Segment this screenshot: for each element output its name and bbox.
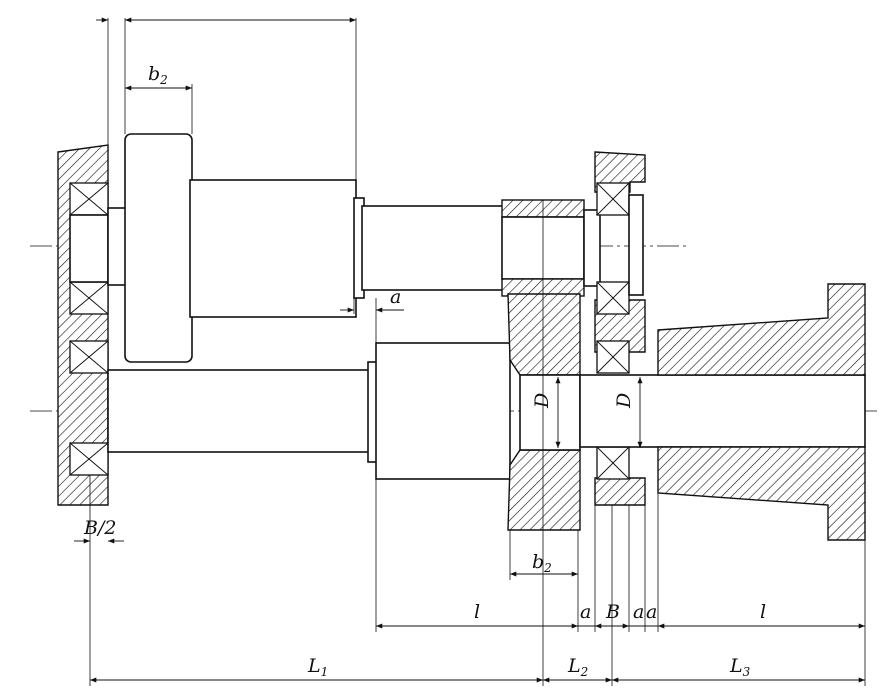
right-upper-bearing-bottom [596, 281, 630, 315]
left-lower-bearing-bottom [69, 442, 109, 476]
right-upper-cover [628, 194, 644, 296]
upper-shaft-body [189, 179, 357, 318]
label-l-right: l [760, 601, 766, 623]
upper-shaft-right-step [583, 209, 601, 287]
output-shaft [579, 374, 866, 448]
label-a-2: a [633, 601, 644, 623]
lower-gear-bore [519, 374, 581, 451]
label-b2-top: b2 [148, 63, 168, 87]
lower-shaft-left [107, 369, 371, 453]
label-B-half: B/2 [83, 517, 116, 539]
left-lower-bearing-top [69, 340, 109, 374]
label-b2-bottom: b2 [532, 551, 552, 575]
dimension-lines [74, 17, 865, 683]
label-a-top: a [390, 286, 401, 308]
lower-gear [507, 293, 581, 531]
extension-lines [89, 18, 866, 686]
left-upper-bearing-top [69, 182, 109, 216]
label-L2: L2 [567, 655, 588, 679]
upper-shaft-pinion [124, 133, 193, 363]
right-lower-bearing-bottom [596, 446, 630, 480]
right-lower-bearing-top [596, 340, 630, 374]
lower-shaft-body [375, 342, 511, 480]
label-a-3: a [646, 601, 657, 623]
left-upper-journal [69, 214, 109, 283]
left-upper-bearing-bottom [69, 281, 109, 315]
label-D-right: D [613, 393, 635, 409]
label-L3: L3 [729, 655, 751, 679]
label-B: B [605, 601, 620, 623]
right-upper-bearing-top [596, 182, 630, 216]
upper-shaft-mid [361, 205, 505, 291]
label-L1: L1 [307, 655, 328, 679]
label-l-left: l [474, 601, 480, 623]
label-D-left: D [531, 393, 553, 409]
label-a-1: a [580, 601, 591, 623]
